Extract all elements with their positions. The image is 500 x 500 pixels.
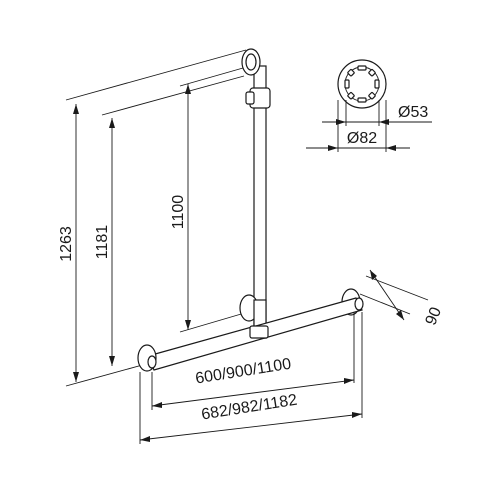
dimension-1100: [179, 65, 251, 333]
label-bar-outer: 682/982/1182: [200, 392, 298, 424]
vertical-riser: [239, 48, 271, 339]
dimension-bar-outer: [139, 312, 363, 444]
label-1181: 1181: [94, 225, 111, 260]
rosette-detail: [306, 59, 432, 152]
dimension-1263: [65, 49, 247, 387]
label-rosette-inner: Ø53: [398, 104, 428, 121]
dimension-1181: [101, 75, 245, 366]
horizontal-bar: [137, 288, 364, 372]
dimension-bar-inner: [151, 312, 355, 410]
dimension-depth: [359, 269, 429, 321]
label-bar-inner: 600/900/1100: [194, 356, 292, 388]
label-1263: 1263: [58, 226, 75, 262]
label-depth: 90: [423, 305, 445, 328]
label-1100: 1100: [170, 195, 187, 230]
label-rosette-outer: Ø82: [347, 130, 377, 147]
